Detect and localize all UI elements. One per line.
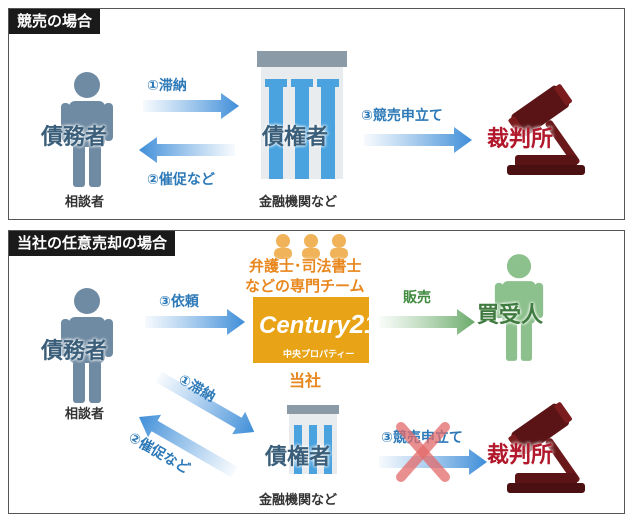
sale-arrow bbox=[379, 309, 475, 335]
gavel-icon bbox=[507, 402, 585, 493]
debtor-label: 債務者 bbox=[41, 125, 108, 150]
logo-text: Century21 bbox=[259, 309, 379, 340]
team-label-line1: 弁護士･司法書士 bbox=[249, 257, 362, 275]
gavel-icon bbox=[507, 84, 585, 175]
person-icon bbox=[61, 72, 113, 187]
default-arrow bbox=[143, 93, 239, 119]
cross-icon bbox=[396, 422, 450, 482]
debtor-label: 債務者 bbox=[41, 339, 108, 364]
demand-diagonal-arrow bbox=[139, 414, 238, 478]
auction-panel: 競売の場合 債務者 相談者 ①滞納 ②催促など 債権者 金融機関など ③競売申立… bbox=[8, 8, 625, 220]
voluntary-sale-panel-title: 当社の任意売却の場合 bbox=[9, 231, 176, 256]
consultant-label: 相談者 bbox=[65, 195, 105, 210]
default-arrow-label: ①滞納 bbox=[147, 78, 187, 94]
default-diagonal-arrow bbox=[156, 371, 255, 435]
request-arrow-label: ③依頼 bbox=[159, 294, 199, 310]
bank-building-icon bbox=[257, 51, 347, 179]
demand-arrow-label: ②催促など bbox=[147, 172, 215, 188]
voluntary-sale-panel: 当社の任意売却の場合 債務者 相談者 ③依頼 弁護士･司法書士 などの専門チーム… bbox=[8, 230, 625, 514]
logo-subtext: 中央プロパティー bbox=[283, 350, 355, 360]
request-arrow bbox=[145, 309, 245, 335]
buyer-label: 買受人 bbox=[477, 303, 544, 328]
team-icon bbox=[274, 234, 348, 259]
auction-arrow bbox=[364, 127, 472, 153]
company-label: 当社 bbox=[289, 371, 322, 390]
team-label-line2: などの専門チーム bbox=[245, 277, 365, 295]
creditor-label: 債権者 bbox=[262, 125, 329, 150]
century21-logo: Century21 中央プロパティー bbox=[253, 297, 379, 363]
logo-number: 21 bbox=[349, 309, 379, 339]
demand-arrow bbox=[139, 137, 235, 163]
court-label: 裁判所 bbox=[487, 443, 554, 468]
auction-arrow-label: ③競売申立て bbox=[361, 108, 443, 124]
bank-building-icon bbox=[287, 405, 339, 474]
creditor-sub-label: 金融機関など bbox=[259, 195, 338, 210]
creditor-label: 債権者 bbox=[265, 445, 332, 470]
court-label: 裁判所 bbox=[487, 127, 554, 152]
buyer-person-icon bbox=[494, 254, 544, 361]
sale-arrow-label: 販売 bbox=[403, 290, 431, 306]
logo-wordmark: Century bbox=[259, 312, 350, 339]
creditor-sub-label: 金融機関など bbox=[259, 493, 338, 508]
consultant-label: 相談者 bbox=[65, 407, 105, 422]
person-icon bbox=[61, 288, 113, 403]
auction-panel-title: 競売の場合 bbox=[9, 9, 101, 34]
